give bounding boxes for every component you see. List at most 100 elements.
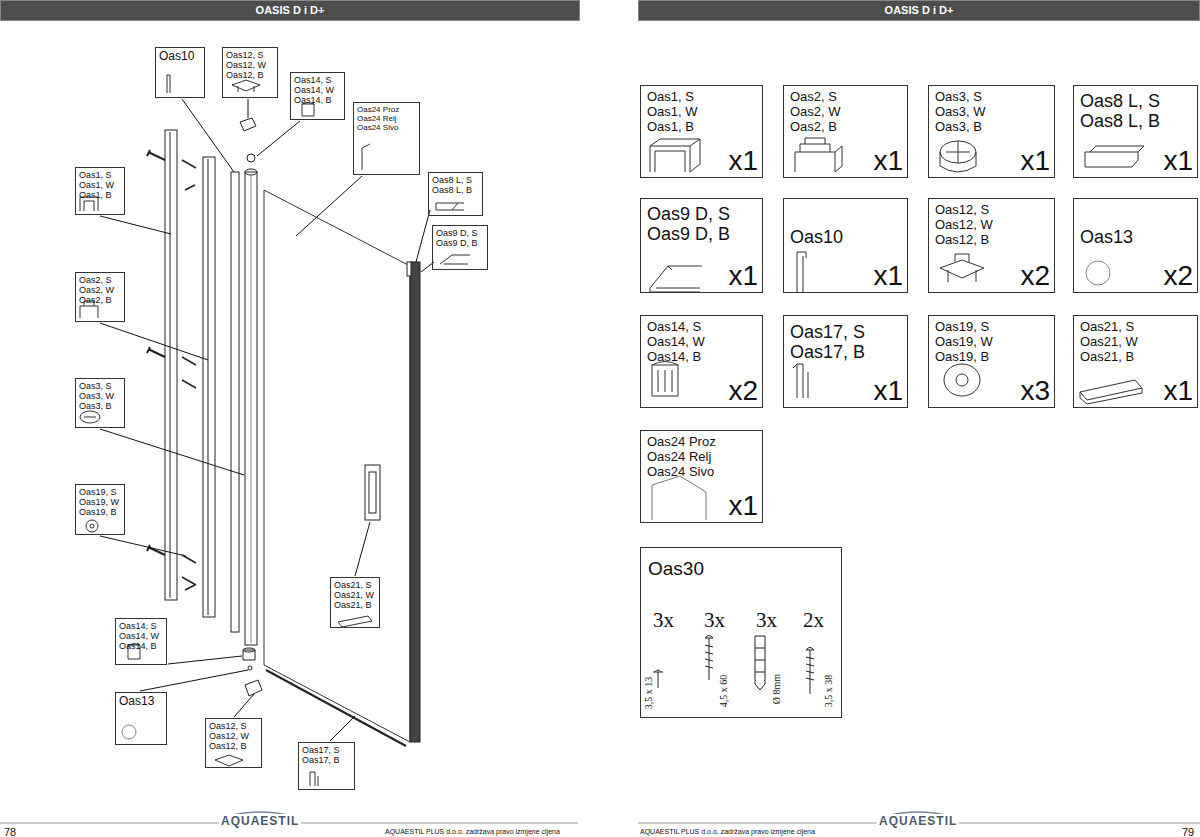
header-band: OASIS D i D+ (638, 0, 1200, 21)
leader-lines (168, 656, 242, 664)
glass-door (266, 670, 406, 746)
part-code: Oas14, W (647, 334, 756, 349)
part-callout: Oas17, SOas17, B (298, 742, 355, 790)
leader-lines (257, 121, 300, 156)
part-icons (956, 374, 968, 386)
part-code: Oas8 L, S (432, 175, 479, 185)
hardware-icons (653, 636, 814, 695)
screw-size: 3,5 x 13 (643, 677, 655, 710)
text-column: Oas12, SOas12, WOas12, B (223, 48, 277, 82)
part-callout: Oas8 L, SOas8 L, B (428, 172, 483, 216)
part-code: Oas19, S (935, 319, 1048, 334)
part-code: Oas14, B (294, 95, 341, 105)
part-code: Oas19, W (79, 497, 121, 507)
part-code: Oas13 (1080, 227, 1191, 247)
part-icons (1086, 261, 1110, 285)
part-code: Oas3, B (79, 401, 121, 411)
part-code: Oas2, B (790, 119, 901, 134)
part-code: Oas19, B (79, 507, 121, 517)
screws (147, 150, 196, 590)
part-code: Oas3, B (935, 119, 1048, 134)
page-title: OASIS D i D+ (643, 1, 1195, 20)
text-column: Oas19, SOas19, WOas19, B (929, 316, 1054, 367)
callout-icons (80, 411, 100, 423)
text-column: Oas14, SOas14, WOas14, B (291, 73, 344, 107)
text-column: Oas8 L, SOas8 L, B (1074, 86, 1197, 136)
text-column: Oas8 L, SOas8 L, B (429, 173, 482, 197)
hardware-icons (705, 636, 713, 681)
leader-lines (416, 210, 430, 262)
hinge-parts (247, 154, 255, 162)
part-code: Oas21, S (1080, 319, 1191, 334)
profile-parts (165, 130, 177, 600)
part-code: Oas2, W (79, 285, 121, 295)
text-column: Oas12, SOas12, WOas12, B (206, 719, 261, 753)
leader-lines (100, 429, 244, 475)
text-column: Oas1, SOas1, WOas1, B (641, 86, 762, 137)
part-code: Oas14, B (119, 641, 163, 651)
part-card: Oas10x1 (783, 198, 908, 293)
callout-icons (232, 80, 260, 92)
leader-lines (330, 716, 355, 741)
quantity-label: 3x (653, 608, 674, 632)
hinge-parts (240, 118, 256, 131)
quantity-label: x1 (728, 260, 758, 292)
part-code: Oas14, S (294, 75, 341, 85)
part-code: Oas8 L, B (1080, 111, 1191, 131)
quantity-label: x2 (728, 375, 758, 407)
part-code: Oas24 Sivo (357, 123, 416, 132)
part-code: Oas12, W (226, 60, 274, 70)
part-code: Oas14, B (647, 349, 756, 364)
quantity-label: x1 (873, 375, 903, 407)
text-column: Oas3, SOas3, WOas3, B (929, 86, 1054, 137)
part-callout: Oas21, SOas21, WOas21, B (330, 577, 380, 628)
logo-swoosh (228, 812, 950, 816)
quantity-label: 3x (704, 608, 725, 632)
text-column: Oas14, SOas14, WOas14, B (641, 316, 762, 367)
glass-door (264, 190, 420, 746)
screw-size: 4,5 x 60 (718, 675, 730, 708)
callout-icons (440, 255, 470, 264)
page-number: 79 (1180, 826, 1196, 837)
glass-door (264, 190, 410, 742)
hardware-icons (806, 648, 814, 695)
leader-lines (100, 536, 186, 556)
callout-icons (86, 520, 98, 532)
part-code: Oas1, W (79, 180, 121, 190)
part-code: Oas1, B (79, 190, 121, 200)
part-code: Oas13 (119, 695, 163, 708)
quantity-label: x2 (1020, 260, 1050, 292)
callout-icons (436, 203, 464, 210)
profile-parts (245, 172, 257, 645)
leader-lines (182, 99, 234, 172)
profile-parts (165, 130, 257, 645)
hardware-card: Oas303x3x3x2x3,5 x 134,5 x 60Ø 8mm3,5 x … (640, 547, 842, 718)
part-card: Oas9 D, SOas9 D, B x1 (640, 198, 763, 293)
text-column: Oas2, SOas2, WOas2, B (784, 86, 907, 137)
profile-parts (251, 175, 252, 643)
brand-logo: AQUAESTIL (219, 814, 301, 828)
part-icons (652, 476, 706, 520)
part-card: Oas13x2 (1073, 198, 1198, 293)
hinge-parts (243, 648, 255, 652)
part-icons (650, 138, 1144, 520)
leader-lines (355, 522, 370, 576)
leader-lines (296, 176, 362, 236)
part-code: Oas3, W (935, 104, 1048, 119)
text-column: Oas9 D, SOas9 D, B (641, 199, 762, 249)
part-code: Oas3, S (935, 89, 1048, 104)
part-code: Oas14, S (647, 319, 756, 334)
text-column: Oas10 (156, 48, 204, 65)
part-icons (1085, 146, 1144, 167)
part-card: Oas14, SOas14, WOas14, B x2 (640, 315, 763, 408)
quantity-label: x1 (728, 490, 758, 522)
part-icons (793, 364, 808, 398)
part-icons (650, 139, 700, 172)
part-code: Oas12, W (209, 731, 258, 741)
part-callout: Oas1, SOas1, WOas1, B (75, 167, 125, 215)
text-column: Oas24 ProzOas24 ReljOas24 Sivo (354, 103, 419, 134)
part-code: Oas21, S (334, 580, 376, 590)
callout-icons (310, 772, 318, 786)
profile-parts (208, 159, 209, 615)
